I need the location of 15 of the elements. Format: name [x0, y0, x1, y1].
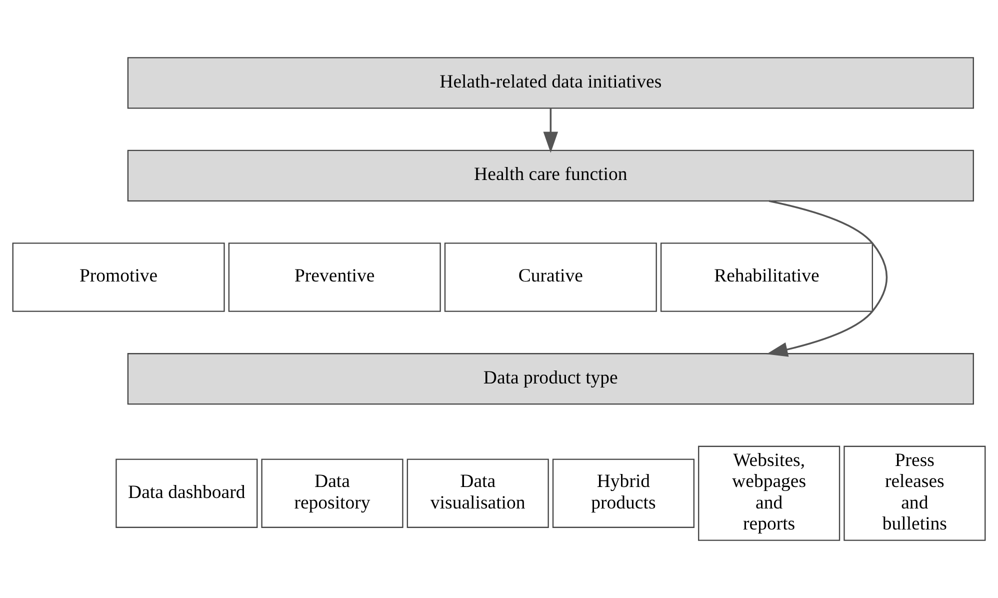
- node-box: Data dashboard: [116, 458, 258, 528]
- arrow: [543, 108, 558, 153]
- arrow: [766, 200, 888, 357]
- node-box: Promotive: [12, 242, 225, 312]
- node-box: Hybrid products: [552, 458, 694, 528]
- node-box: Helath-related data initiatives: [127, 57, 974, 109]
- node-box: Press releases and bulletins: [844, 446, 986, 541]
- node-box: Websites, webpages and reports: [698, 446, 840, 541]
- node-box: Data product type: [127, 353, 974, 405]
- node-box: Data repository: [261, 458, 404, 528]
- node-box: Curative: [444, 242, 657, 312]
- node-box: Rehabilitative: [660, 242, 873, 312]
- node-box: Health care function: [127, 150, 974, 202]
- node-box: Preventive: [228, 242, 441, 312]
- node-box: Data visualisation: [406, 458, 549, 528]
